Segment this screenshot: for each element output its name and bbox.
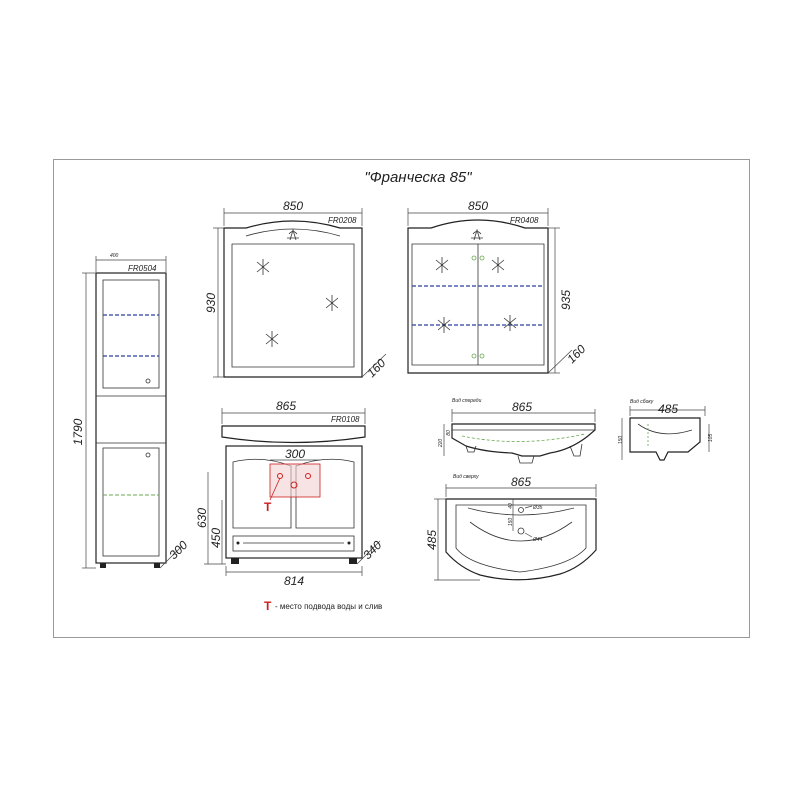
plumbing-zone [269,463,321,498]
sparkle-icon [256,259,339,347]
basin-front-sub-height: 80 [446,430,452,436]
vanity-drawer [232,535,355,552]
pencil-height: 1790 [71,418,85,445]
basin-top-width: 865 [511,475,531,489]
left-foot [100,563,106,568]
mirror-cabinet: 850 FR0408 935 160 [407,199,589,374]
basin-top-outline [445,498,597,581]
cabinet-frame [407,219,549,374]
faucet-offset: 40 [508,503,514,509]
basin-front-view: Вид спереди 865 220 80 [438,398,596,464]
cabinet-height: 935 [559,290,573,310]
mirror: 850 FR0208 930 160 [204,199,389,380]
vanity-foot-right [349,558,357,564]
fleur-ornament-icon [287,228,299,241]
basin-drain [517,455,535,464]
vanity-model: FR0108 [331,415,360,424]
basin-side-sub-height: 105 [708,434,714,443]
sparkle-icon [435,257,517,333]
cabinet-knobs [471,255,485,359]
mirror-height: 930 [204,293,218,313]
drain-offset: 150 [508,518,514,527]
legend: T - место подвода воды и слив [264,599,382,613]
drain-hole-diameter: Ø44 [532,537,543,543]
water-inlet-icon [305,473,311,479]
basin-top [221,425,366,444]
basin-side-height: 150 [618,436,624,445]
vanity-depth: 340 [360,538,384,562]
cabinet-depth: 160 [564,342,588,366]
faucet-hole-icon [518,507,524,513]
drain-hole-icon [517,527,525,535]
cabinet-model: FR0408 [510,216,539,225]
mirror-width: 850 [283,199,303,213]
vanity-left-door [232,458,292,529]
plumbing-marker: T [264,500,272,514]
vanity-base-width: 814 [284,574,304,588]
faucet-hole-diameter: Ø35 [532,505,543,511]
vanity-top-width: 865 [276,399,296,413]
right-foot [154,563,160,568]
top-view-label: Вид сверху [453,474,479,480]
mirror-model: FR0208 [328,216,357,225]
basin-side-outline [629,417,701,461]
vanity-unit: T 300 865 FR0108 814 630 450 340 [195,399,385,588]
legend-symbol: T [264,599,272,613]
pencil-case-upper-door [102,279,160,389]
pencil-case-lower-door [102,447,160,557]
vanity-right-door [295,458,355,529]
vanity-height: 630 [195,508,209,528]
basin-side-view: Вид сбоку 485 150 105 [618,399,714,461]
pencil-case-body [95,272,167,564]
drawing-title: "Франческа 85" [364,169,472,186]
mirror-depth: 160 [364,356,388,380]
mirror-glass [231,243,355,368]
front-view-label: Вид спереди [452,398,482,404]
basin-side-depth: 485 [658,402,678,416]
zone-width: 300 [285,447,305,461]
mirror-frame [223,220,363,378]
basin-top-view: Вид сверху Ø35 Ø44 40 150 865 485 [425,474,597,581]
drawing-frame [53,159,750,638]
basin-top-depth: 485 [425,530,439,550]
side-view-label: Вид сбоку [630,399,654,405]
drain-icon [290,481,298,489]
vanity-foot-left [231,558,239,564]
upper-knob [145,378,151,384]
vanity-depth-dim [356,540,381,565]
cabinet-depth-dim [547,349,573,374]
pencil-width: 400 [110,253,119,259]
vanity-body [225,445,363,559]
cabinet-width: 850 [468,199,488,213]
pencil-case: 400 FR0504 1790 300 [71,253,191,569]
pencil-depth-dim [159,545,183,569]
basin-front-outline [451,423,596,457]
lower-knob [145,452,151,458]
basin-front-width: 865 [512,400,532,414]
legend-text: - место подвода воды и слив [275,602,382,611]
vanity-inner-height: 450 [209,528,223,548]
mirror-depth-dim [361,353,387,378]
basin-front-height: 220 [438,439,444,449]
fleur-ornament-icon [471,228,483,241]
pencil-model: FR0504 [128,264,157,273]
